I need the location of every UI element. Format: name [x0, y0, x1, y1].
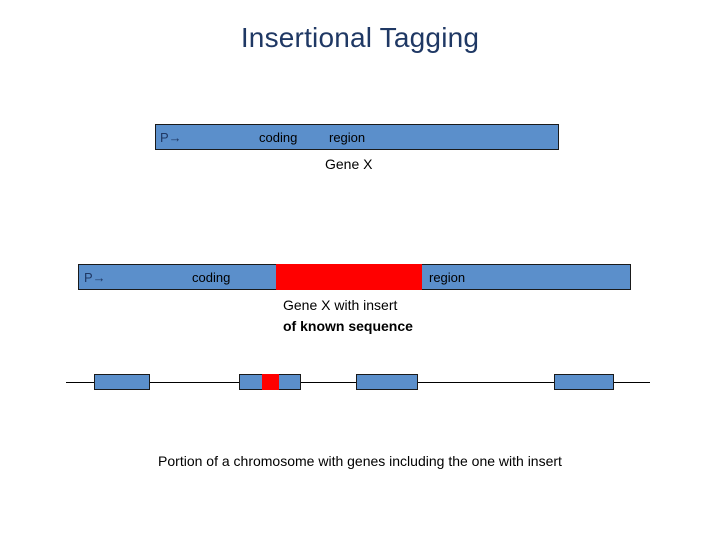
gene-x-region-label: region: [329, 130, 366, 145]
chromosome-gene-block: [94, 374, 150, 390]
diagram-caption: Portion of a chromosome with genes inclu…: [158, 453, 562, 469]
chromosome-gene-block: [356, 374, 418, 390]
gene-x-insert-region-label: region: [429, 270, 466, 285]
gene-x-insert-name-label: Gene X with insert: [283, 297, 398, 313]
insert-segment: [276, 264, 422, 290]
gene-x-promoter-label: P→: [160, 130, 182, 145]
gene-x-insert-coding-label: coding: [192, 270, 231, 285]
known-sequence-label: of known sequence: [283, 318, 413, 334]
gene-x-insert-promoter-label: P→: [84, 270, 106, 285]
chromosome-insert-marker: [262, 374, 279, 390]
gene-x-coding-label: coding: [259, 130, 298, 145]
gene-x-name-label: Gene X: [325, 156, 373, 172]
page-title: Insertional Tagging: [240, 22, 480, 53]
gene-x-bar: [155, 124, 559, 150]
chromosome-gene-block: [554, 374, 614, 390]
